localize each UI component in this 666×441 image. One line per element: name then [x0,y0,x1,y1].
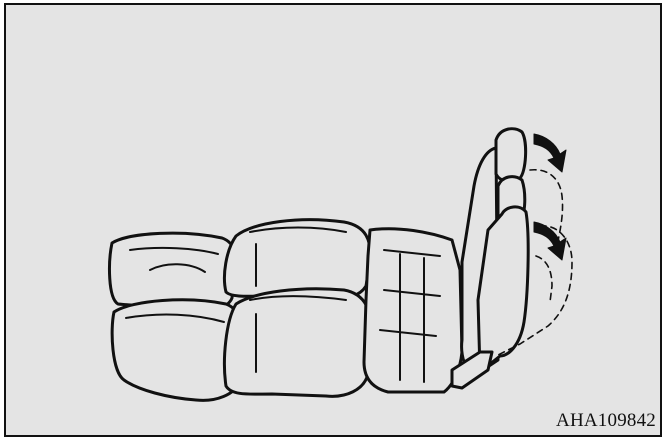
fold-direction-arrow-icon [534,134,566,172]
middle-seat [224,220,370,397]
rear-seat-left [110,233,242,400]
figure-code: AHA109842 [556,410,656,432]
front-seatback-headrest-1 [496,129,526,182]
middle-seat-lower [224,289,370,397]
front-seat [364,129,572,392]
fold-direction-arrows [534,134,566,260]
middle-seat-upper [224,220,370,299]
